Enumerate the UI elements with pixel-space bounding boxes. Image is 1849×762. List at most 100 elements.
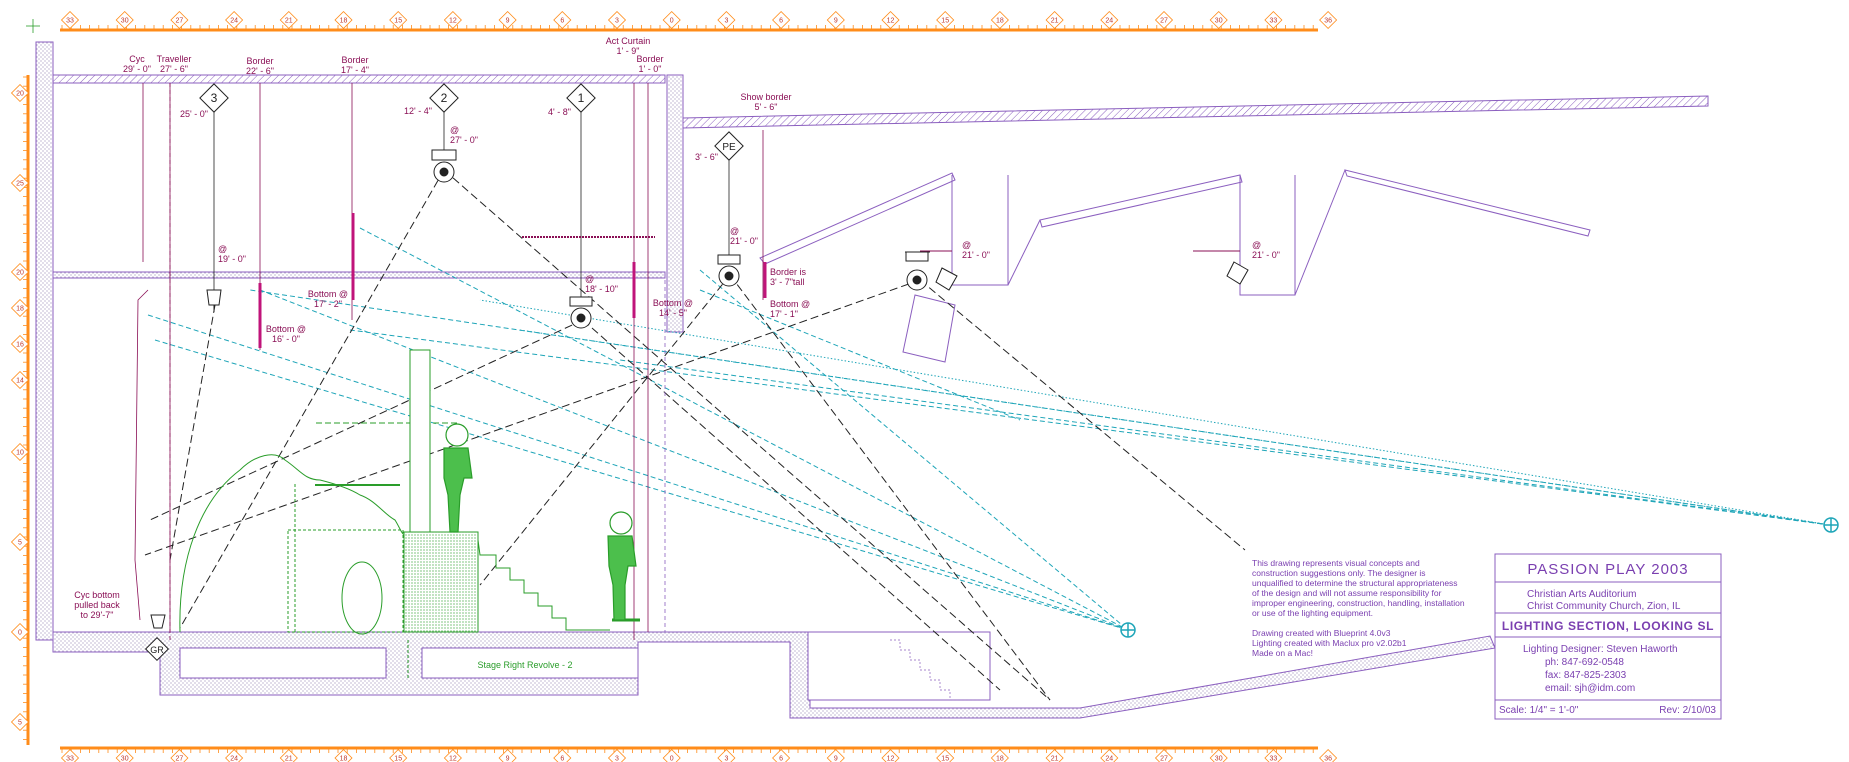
ruler-label: 5	[18, 540, 22, 547]
ruler-label: 10	[16, 450, 24, 457]
ruler-label: 30	[121, 756, 129, 762]
trim-height: 19' - 0"	[218, 254, 246, 264]
pipe-distance: 12' - 4"	[404, 106, 432, 116]
trim-at: @	[450, 125, 459, 135]
pipe-distance: 4' - 8"	[548, 107, 571, 117]
actor-figure-icon	[443, 423, 473, 533]
ruler-label: 30	[121, 18, 129, 25]
cyc-note: to 29'-7"	[81, 610, 114, 620]
pipe-marker-3: 3	[199, 83, 229, 113]
trim-height: 18' - 10"	[585, 284, 618, 294]
actor-figure-icon	[607, 511, 637, 621]
ruler-label: 3	[615, 756, 619, 762]
house-ceiling-clouds	[759, 169, 1591, 363]
act-curtain-height: 1' - 9"	[617, 46, 640, 56]
ruler-label: 12	[449, 756, 457, 762]
bottom-height: 17' - 2"	[314, 299, 342, 309]
stair-lines	[890, 639, 980, 701]
ruler-label: 6	[560, 756, 564, 762]
border-label: Border	[246, 56, 273, 66]
instrument-icon	[431, 149, 457, 183]
ruler-label: 6	[779, 756, 783, 762]
ruler-label: 9	[834, 756, 838, 762]
ruler-label: 24	[1105, 18, 1113, 25]
ruler-label: 21	[1051, 18, 1059, 25]
ruler-label: 27	[176, 18, 184, 25]
ruler-label: 21	[285, 18, 293, 25]
cyc-note: Cyc bottom	[74, 590, 120, 600]
ruler-label: 27	[176, 756, 184, 762]
revolve-label: Stage Right Revolve - 2	[477, 660, 572, 670]
ruler-label: 0	[670, 18, 674, 25]
ruler-label: 24	[230, 756, 238, 762]
ruler-label: 33	[1270, 756, 1278, 762]
bottom-label: Bottom @	[308, 289, 348, 299]
ruler-label: 33	[66, 756, 74, 762]
venue-name: Christian Arts Auditorium	[1527, 589, 1637, 600]
building-outline	[35, 41, 1709, 719]
ruler-label: 3	[724, 18, 728, 25]
ruler-label: 21	[285, 756, 293, 762]
ruler-label: 12	[887, 756, 895, 762]
ruler-label: 20	[16, 91, 24, 98]
cyc-label: Cyc	[129, 54, 145, 64]
drawing-name: LIGHTING SECTION, LOOKING SL	[1502, 619, 1714, 633]
scale: Scale: 1/4" = 1'-0"	[1499, 705, 1579, 716]
labels: Cyc 29' - 0" Traveller 27' - 6" Border 2…	[74, 36, 1280, 670]
trim-height: 21' - 0"	[730, 236, 758, 246]
pipe-distance: 25' - 0"	[180, 109, 208, 119]
ruler-label: 24	[1105, 756, 1113, 762]
ruler-label: 27	[1160, 756, 1168, 762]
ruler-label: 12	[887, 18, 895, 25]
target-marker-icon	[1823, 517, 1839, 533]
ruler-label: 18	[340, 18, 348, 25]
svg-text:Drawing created with Blueprin: Drawing created with Blueprint 4.0v3	[1252, 628, 1391, 638]
ruler-label: 15	[941, 18, 949, 25]
ruler-label: 18	[340, 756, 348, 762]
ruler-label: 16	[16, 342, 24, 349]
corner-crosshair	[26, 19, 40, 33]
ruler-label: 5	[18, 720, 22, 727]
traveller-label: Traveller	[157, 54, 192, 64]
ruler-label: 18	[996, 18, 1004, 25]
trim-at: @	[1252, 240, 1261, 250]
bottom-height: 17' - 1"	[770, 309, 798, 319]
trim-at: @	[218, 244, 227, 254]
svg-text:2: 2	[441, 91, 448, 105]
svg-text:unqualified to determine the s: unqualified to determine the structural …	[1252, 578, 1458, 588]
svg-text:Lighting created with Maclux p: Lighting created with Maclux pro v2.02b1	[1252, 638, 1407, 648]
ruler-label: 3	[724, 756, 728, 762]
ruler-label: 0	[18, 630, 22, 637]
ruler-label: 12	[449, 18, 457, 25]
bottom-height: 16' - 0"	[272, 334, 300, 344]
pipe-marker-2: 2	[429, 83, 459, 113]
instrument-icon	[150, 614, 166, 629]
border-note: Border is	[770, 267, 807, 277]
border-height: 17' - 4"	[341, 65, 369, 75]
phone: ph: 847-692-0548	[1545, 657, 1624, 668]
ruler-label: 6	[560, 18, 564, 25]
trim-height: 21' - 0"	[1252, 250, 1280, 260]
trim-height: 27' - 0"	[450, 135, 478, 145]
pipe-distance: 3' - 6"	[695, 152, 718, 162]
instrument-icon	[905, 251, 930, 291]
svg-text:Made on a Mac!: Made on a Mac!	[1252, 648, 1313, 658]
svg-text:of the design and will not ass: of the design and will not assume respon…	[1252, 588, 1442, 598]
instrument-icon	[717, 254, 741, 287]
email: email: sjh@idm.com	[1545, 683, 1635, 694]
border-height: 22' - 6"	[246, 66, 274, 76]
cyc-height: 29' - 0"	[123, 64, 151, 74]
trim-at: @	[730, 226, 739, 236]
ruler-label: 18	[996, 756, 1004, 762]
bottom-label: Bottom @	[653, 298, 693, 308]
trim-at: @	[585, 274, 594, 284]
fax: fax: 847-825-2303	[1545, 670, 1627, 681]
scenery	[179, 349, 640, 680]
ruler-label: 18	[16, 306, 24, 313]
ruler-label: 3	[615, 18, 619, 25]
title-block: PASSION PLAY 2003 Christian Arts Auditor…	[1494, 553, 1722, 720]
ruler-label: 33	[66, 18, 74, 25]
ruler-label: 0	[670, 756, 674, 762]
